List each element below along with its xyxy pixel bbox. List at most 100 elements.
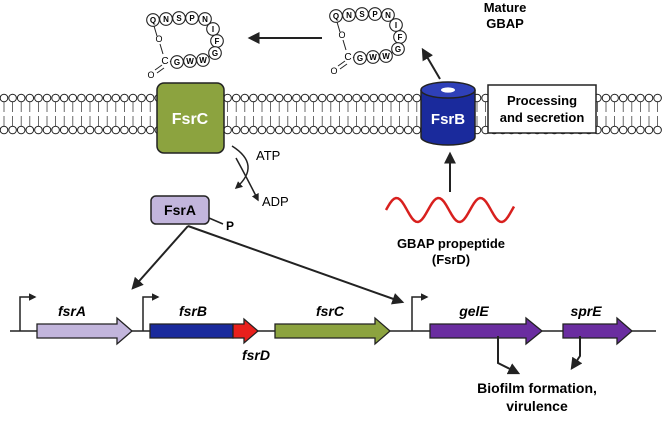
lipid-head bbox=[369, 93, 379, 103]
lipid-head bbox=[145, 125, 155, 135]
lipid-head bbox=[102, 125, 112, 135]
gene-gele-arrow bbox=[429, 316, 544, 346]
lipid-head bbox=[292, 93, 301, 103]
lipid-head bbox=[120, 93, 129, 103]
peptide-residue-letter: P bbox=[372, 10, 378, 19]
gene-fsrd-label: fsrD bbox=[242, 347, 270, 363]
lipid-head bbox=[111, 93, 121, 103]
carbonyl-oxygen: O bbox=[330, 66, 337, 76]
lipid-head bbox=[59, 93, 69, 103]
lipid-head bbox=[274, 93, 284, 103]
peptide-residue-letter: Q bbox=[333, 12, 339, 21]
gene-fsrc-label: fsrC bbox=[316, 303, 345, 319]
carbonyl-carbon: C bbox=[161, 56, 168, 67]
peptide-residue-letter: S bbox=[176, 14, 182, 23]
lipid-head bbox=[25, 125, 35, 135]
lipid-head bbox=[352, 93, 361, 103]
lipid-head bbox=[51, 125, 60, 135]
lipid-head bbox=[300, 93, 310, 103]
lipid-head bbox=[317, 125, 327, 135]
lipid-head bbox=[335, 125, 344, 135]
peptide-residue-letter: G bbox=[357, 54, 363, 63]
lipid-head bbox=[257, 93, 267, 103]
lipid-head bbox=[360, 125, 370, 135]
lipid-head bbox=[249, 93, 258, 103]
promoter-fsra bbox=[19, 293, 37, 331]
lipid-head bbox=[326, 93, 336, 103]
fsra-to-gele-arrow bbox=[187, 225, 405, 305]
atp-label: ATP bbox=[256, 148, 280, 163]
outcome-label-line1: Biofilm formation, bbox=[477, 380, 597, 396]
gene-fsrc-arrow bbox=[274, 316, 391, 346]
lipid-head bbox=[231, 93, 241, 103]
fsra-label: FsrA bbox=[164, 202, 196, 218]
mature-gbap-label-line2: GBAP bbox=[486, 16, 524, 31]
lipid-head bbox=[68, 125, 78, 135]
lipid-head bbox=[94, 93, 103, 103]
lipid-head bbox=[25, 93, 35, 103]
fsra-to-fsrb-arrow bbox=[131, 225, 189, 290]
peptide-residue-letter: N bbox=[202, 15, 208, 24]
peptide-residue-letter: W bbox=[369, 53, 377, 62]
lipid-head bbox=[378, 93, 387, 103]
processing-label-line1: Processing bbox=[507, 93, 577, 108]
lipid-head bbox=[240, 125, 250, 135]
lipid-head bbox=[283, 125, 293, 135]
lipid-head bbox=[128, 93, 138, 103]
lipid-head bbox=[42, 93, 52, 103]
lipid-head bbox=[627, 125, 637, 135]
lipid-head bbox=[636, 125, 645, 135]
peptide-residue bbox=[381, 8, 395, 22]
gene-fsrb-arrow bbox=[149, 323, 234, 339]
lipid-head bbox=[68, 93, 78, 103]
peptide-residue bbox=[208, 46, 222, 60]
lipid-head bbox=[77, 93, 86, 103]
lipid-head bbox=[300, 125, 310, 135]
phospho-label: P bbox=[226, 219, 234, 233]
lipid-head bbox=[292, 125, 301, 135]
lipid-head bbox=[34, 93, 43, 103]
lipid-head bbox=[335, 93, 344, 103]
lipid-head bbox=[111, 125, 121, 135]
lipid-head bbox=[369, 125, 379, 135]
lipid-head bbox=[601, 93, 611, 103]
gene-fsrb-label: fsrB bbox=[179, 303, 207, 319]
lipid-head bbox=[137, 93, 146, 103]
ester-oxygen: O bbox=[338, 30, 345, 40]
peptide-residue-letter: Q bbox=[150, 16, 156, 25]
lipid-head bbox=[309, 125, 318, 135]
lipid-head bbox=[309, 93, 318, 103]
lipid-head bbox=[283, 93, 293, 103]
atp-adp-arrow bbox=[235, 157, 259, 202]
promoter-fsrb bbox=[142, 293, 160, 331]
gene-spre-arrow bbox=[562, 316, 633, 346]
gene-gele-label: gelE bbox=[458, 303, 489, 319]
lipid-head bbox=[378, 125, 387, 135]
lipid-head bbox=[16, 93, 26, 103]
lipid-head bbox=[395, 93, 404, 103]
lipid-head bbox=[249, 125, 258, 135]
ester-oxygen: O bbox=[155, 34, 162, 44]
lipid-head bbox=[274, 125, 284, 135]
peptide-residue-letter: I bbox=[395, 21, 397, 30]
processing-box bbox=[487, 84, 597, 134]
gene-fsra-arrow bbox=[36, 316, 133, 346]
propeptide-wave bbox=[384, 196, 516, 224]
adp-label: ADP bbox=[262, 194, 289, 209]
lipid-head bbox=[653, 93, 662, 103]
lipid-head bbox=[145, 93, 155, 103]
gene-spre-label: sprE bbox=[570, 303, 602, 319]
mature-gbap-label-line1: Mature bbox=[484, 0, 527, 15]
lipid-head bbox=[317, 93, 327, 103]
peptide-residue-letter: I bbox=[212, 25, 214, 34]
lipid-head bbox=[343, 125, 353, 135]
lipid-head bbox=[360, 93, 370, 103]
gene-fsrd-arrow bbox=[232, 317, 259, 345]
lipid-head bbox=[120, 125, 129, 135]
lipid-head bbox=[223, 125, 232, 135]
peptide-residue-letter: G bbox=[212, 49, 218, 58]
lipid-head bbox=[257, 125, 267, 135]
